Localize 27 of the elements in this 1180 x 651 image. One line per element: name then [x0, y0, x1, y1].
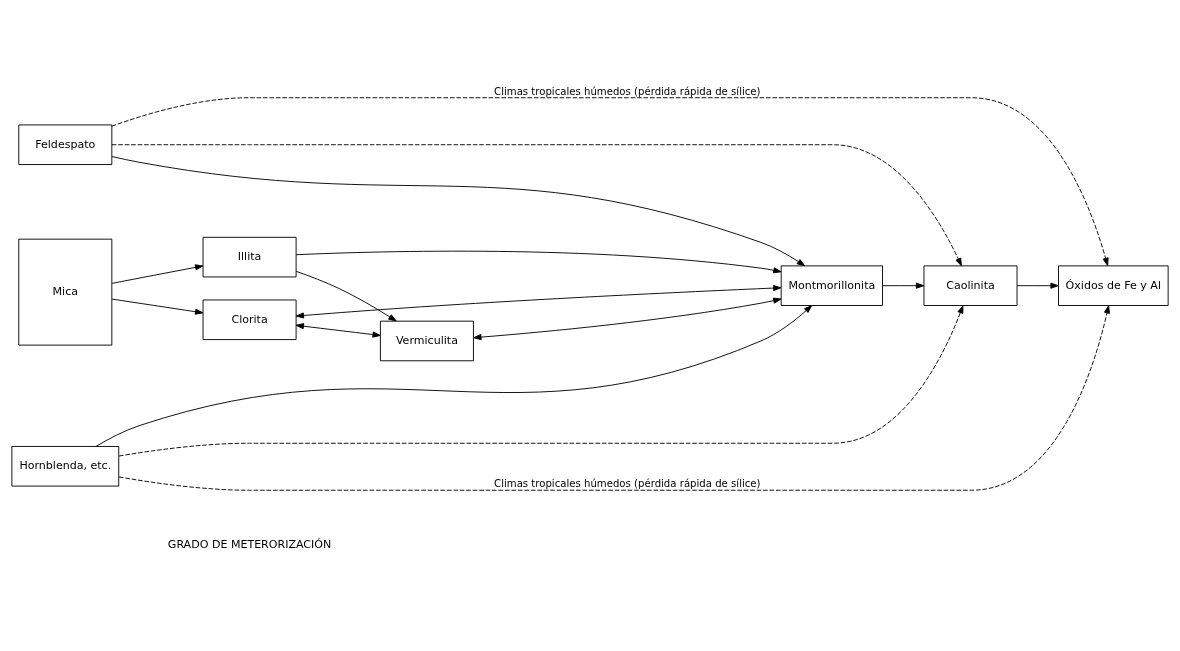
node-box: Óxidos de Fe y Al: [1058, 264, 1169, 306]
arrow: [111, 155, 806, 266]
arrow: [95, 304, 813, 447]
node-box: Clorita: [202, 299, 297, 340]
edge-label: Climas tropicales húmedos (pérdida rápida de sílice): [494, 85, 761, 97]
arrow: [111, 96, 1109, 266]
arrow: [111, 143, 962, 266]
label: GRADO DE METERORIZACIÓN: [167, 537, 332, 551]
arrow: [295, 284, 782, 318]
arrow: [473, 297, 782, 340]
node-box: Mica: [18, 238, 113, 346]
node-box: Feldespato: [18, 123, 113, 165]
edge-label: Climas tropicales húmedos (pérdida rápida de sílice): [494, 477, 761, 489]
node-box: Montmorillonita: [780, 264, 883, 306]
arrow: [295, 322, 381, 338]
arrow: [295, 270, 397, 321]
arrow: [1016, 282, 1059, 289]
arrow: [111, 298, 204, 315]
arrow: [111, 263, 204, 284]
node-box: Hornblenda, etc.: [11, 445, 120, 487]
node-box: Vermiculita: [379, 320, 474, 361]
arrow: [882, 282, 925, 289]
node-box: Caolinita: [923, 264, 1018, 306]
node-box: Illita: [202, 236, 297, 277]
arrow: [118, 304, 964, 456]
arrow: [295, 250, 782, 273]
arrow: [118, 304, 1110, 491]
